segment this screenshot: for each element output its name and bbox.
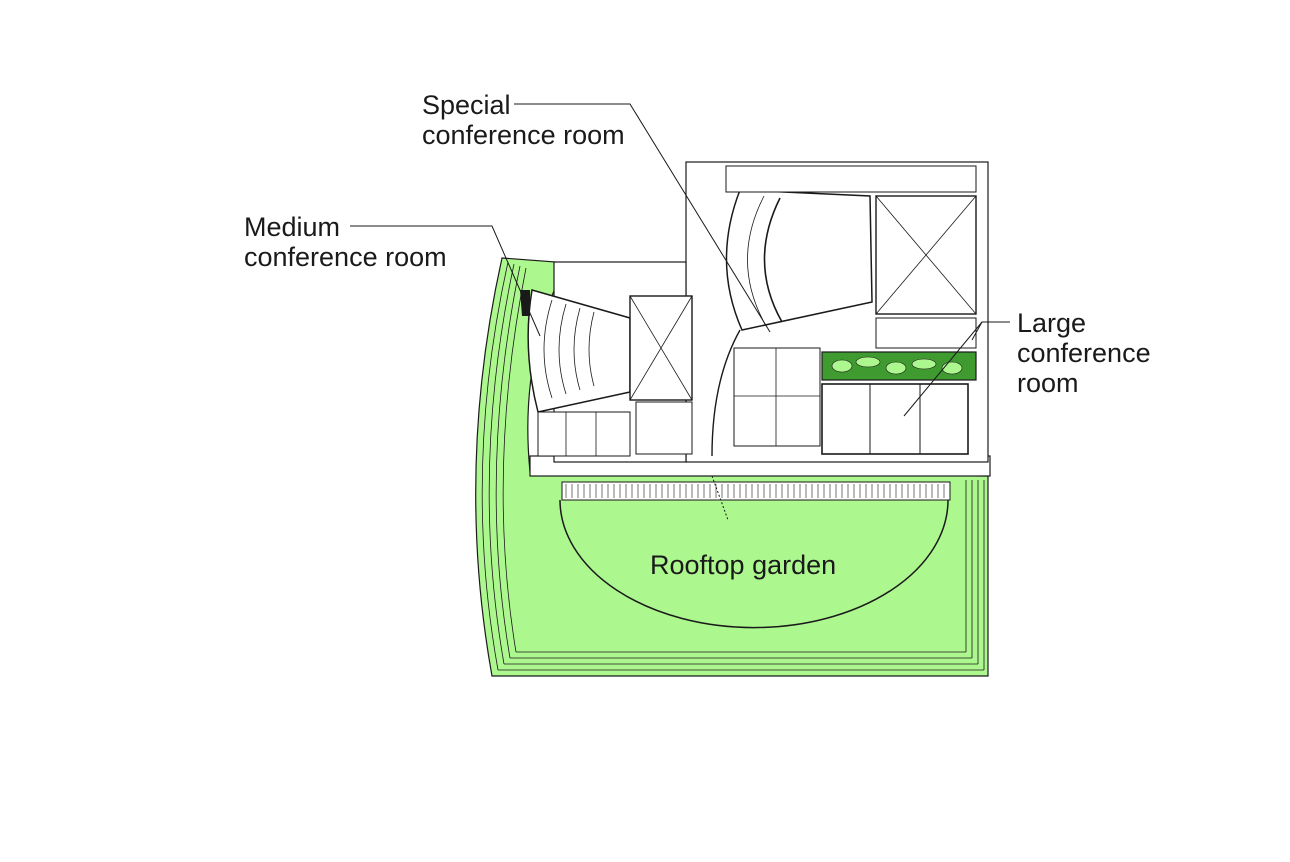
medium-label-line1: Medium — [244, 212, 341, 242]
rooftop-semicircle — [559, 499, 949, 629]
large-label-line1: Large — [1017, 308, 1087, 338]
special-conference-room-label: Special conference room — [422, 90, 625, 150]
west-service-partitions — [565, 412, 597, 456]
large-room-partitions — [869, 384, 921, 454]
medium-room-seating — [543, 299, 595, 399]
special-label-line2: conference room — [422, 120, 625, 150]
rooftop-garden-label: Rooftop garden — [650, 550, 837, 580]
special-room-curve — [763, 197, 783, 323]
west-stair — [635, 401, 693, 455]
core-rooms — [733, 347, 821, 447]
special-conference-room — [725, 189, 873, 331]
leader-lines — [350, 103, 1010, 521]
medium-label-line2: conference room — [244, 242, 447, 272]
medium-conference-room-label: Medium conference room — [244, 212, 447, 272]
west-service-rooms — [537, 411, 631, 457]
special-label-line1: Special — [422, 90, 511, 120]
core-partitions — [734, 348, 820, 446]
special-room-stage-cross — [875, 195, 977, 315]
circulation-curve — [711, 329, 741, 457]
special-room-curve-2 — [747, 195, 767, 327]
large-label-line2: conference — [1017, 338, 1151, 368]
large-label-line3: room — [1017, 368, 1079, 398]
track-ticks — [565, 484, 945, 498]
track-band — [561, 481, 951, 501]
planter-pattern — [831, 356, 963, 375]
garden-edge-lines — [481, 261, 985, 671]
large-conference-room — [821, 383, 969, 455]
large-conference-room-label: Large conference room — [1017, 308, 1151, 398]
north-service-strip — [725, 165, 977, 193]
medium-room-stage-cross — [629, 295, 693, 401]
south-service-strip — [875, 317, 977, 349]
